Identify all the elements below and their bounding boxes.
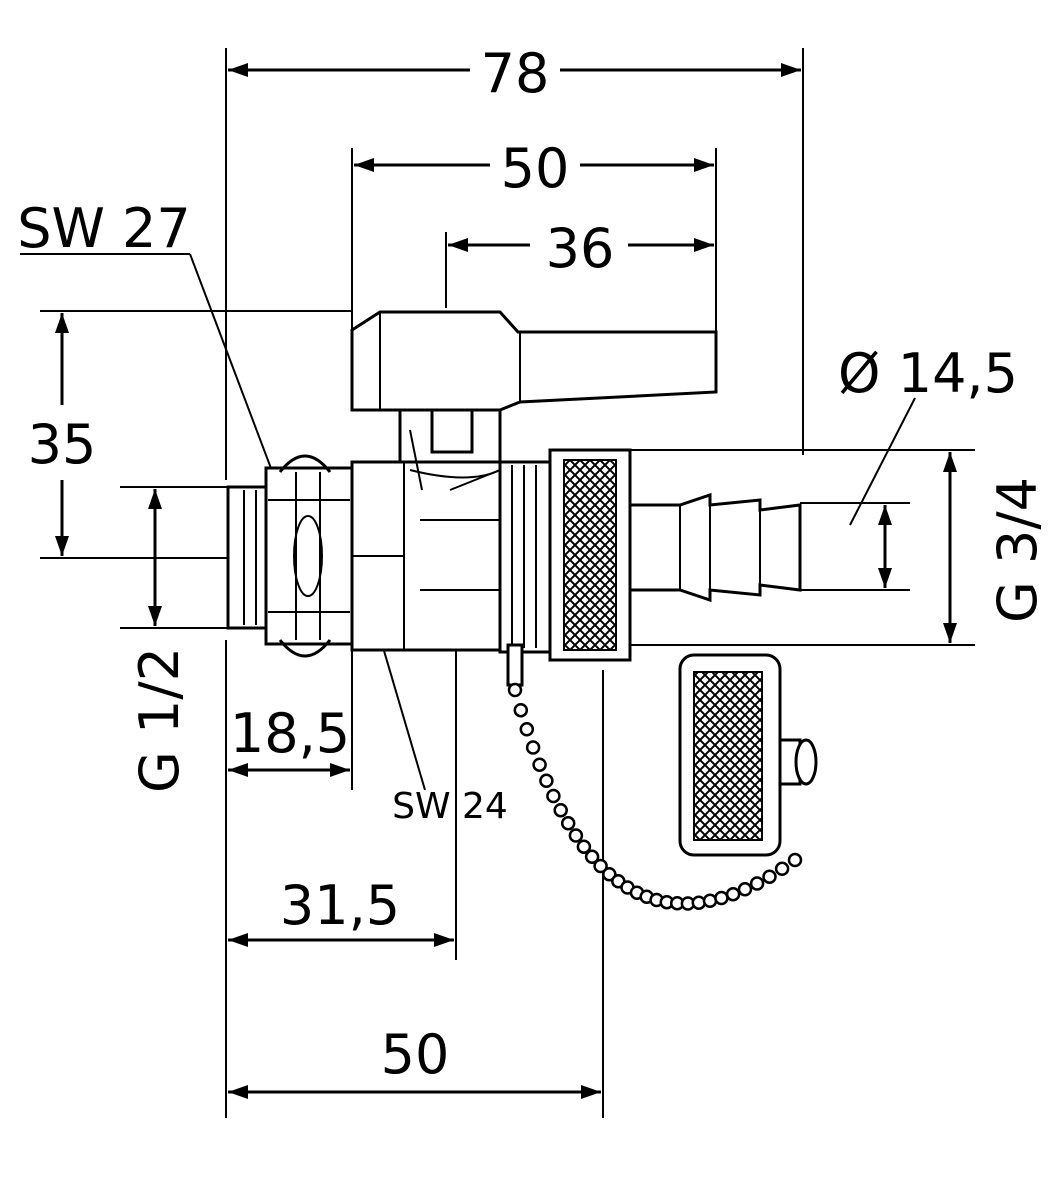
hex-nut xyxy=(264,454,354,658)
chain-bead xyxy=(507,682,523,698)
dim-50-top: 50 xyxy=(501,137,570,200)
extension-lines xyxy=(40,48,975,1118)
dimension-inlet-thread: G 1/2 xyxy=(128,489,191,793)
dim-35: 35 xyxy=(28,413,97,476)
valve-body xyxy=(350,460,504,652)
dimension-handle-width: 50 xyxy=(354,137,714,200)
dimension-outlet-thread: G 3/4 xyxy=(943,452,1049,643)
chain-bead xyxy=(553,802,568,818)
chain-bead xyxy=(602,866,617,882)
chain-bead xyxy=(774,861,790,877)
chain-bead xyxy=(525,740,541,755)
chain-bead xyxy=(539,773,554,789)
valve-drawing xyxy=(226,310,818,911)
chain-bead xyxy=(725,886,741,902)
dim-78: 78 xyxy=(481,42,550,105)
chain-bead xyxy=(546,788,561,804)
wrench-size-27: SW 27 xyxy=(17,197,191,260)
knurled-nut xyxy=(548,448,632,662)
thread-g-three-quarter: G 3/4 xyxy=(986,477,1049,623)
chain-bead xyxy=(737,882,753,897)
inlet-thread-stub xyxy=(226,485,270,630)
lever-handle xyxy=(350,310,718,412)
dimension-height: 35 xyxy=(28,313,97,556)
chain-tab xyxy=(506,643,524,687)
chain-bead xyxy=(714,890,729,906)
dimension-centre-to-inlet: 31,5 xyxy=(228,874,454,947)
hose-barb xyxy=(628,492,802,603)
label-sw27: SW 27 xyxy=(17,197,301,546)
chain-bead xyxy=(691,895,707,910)
dimension-handle-offset: 36 xyxy=(448,217,714,280)
chain-bead xyxy=(749,876,765,891)
dimension-inlet-length: 18,5 xyxy=(228,702,350,777)
chain-bead xyxy=(787,852,803,868)
dim-36: 36 xyxy=(546,217,615,280)
dim-31-5: 31,5 xyxy=(280,874,400,937)
chain-bead xyxy=(560,816,576,831)
dimension-hose-diameter: Ø 14,5 xyxy=(838,342,1018,588)
chain-bead xyxy=(702,893,718,909)
chain-bead xyxy=(513,702,529,718)
dimension-body-length: 50 xyxy=(228,1023,601,1099)
chain-bead xyxy=(593,858,608,874)
outlet-collar xyxy=(498,460,552,654)
chain-bead xyxy=(762,869,777,884)
chain-bead xyxy=(576,839,592,854)
chain-bead xyxy=(519,722,535,737)
dimension-overall-width: 78 xyxy=(228,42,801,105)
dim-50-bottom: 50 xyxy=(381,1023,450,1086)
dim-18-5: 18,5 xyxy=(230,702,350,765)
dust-cap xyxy=(678,653,818,857)
chain-bead xyxy=(568,828,584,843)
wrench-size-24: SW 24 xyxy=(392,786,508,827)
thread-g-half: G 1/2 xyxy=(128,647,191,793)
dim-diameter-14-5: Ø 14,5 xyxy=(838,342,1018,405)
chain-bead xyxy=(532,757,547,772)
bead-chain xyxy=(507,682,803,911)
chain-bead xyxy=(584,849,600,865)
